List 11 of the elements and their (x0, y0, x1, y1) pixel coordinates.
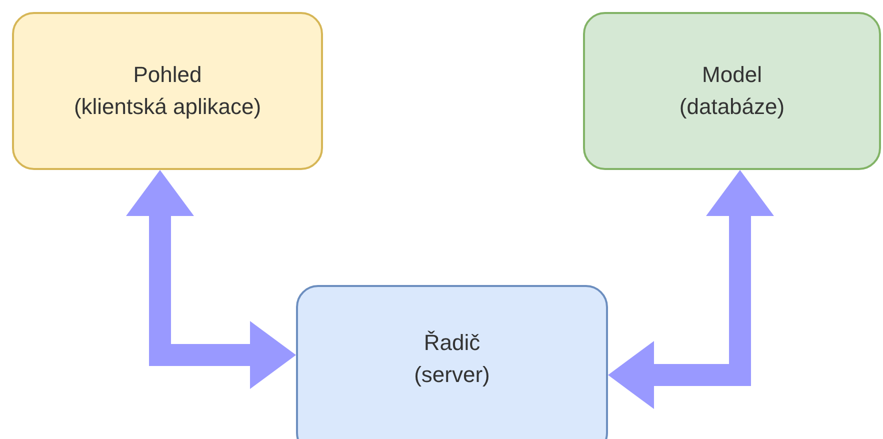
node-label: (databáze) (679, 93, 785, 121)
double-arrow (126, 170, 296, 389)
view-box (12, 12, 323, 170)
controller-box (296, 285, 608, 439)
node-label: Pohled (133, 61, 202, 90)
node-label: (klientská aplikace) (74, 93, 262, 121)
node-label: Model (702, 61, 762, 90)
double-arrow (608, 170, 774, 409)
node-label: Řadič (424, 329, 480, 357)
node-label: (server) (414, 360, 490, 389)
model-box (583, 12, 881, 170)
